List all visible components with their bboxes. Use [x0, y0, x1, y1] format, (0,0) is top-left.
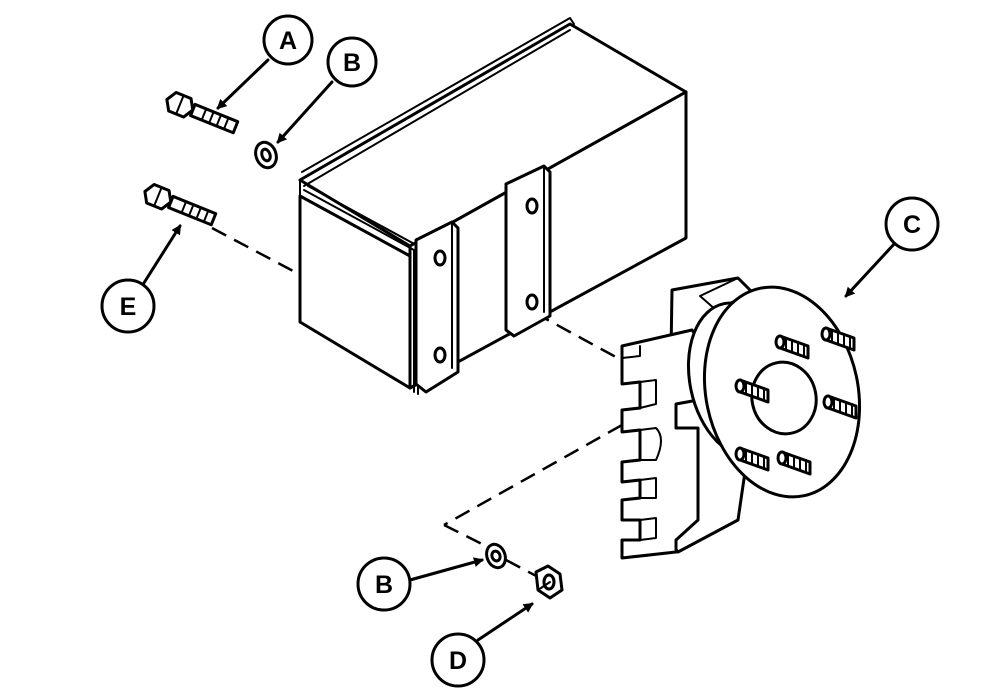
callout-b-top: B	[326, 36, 378, 88]
callout-label-e: E	[120, 293, 137, 321]
washer-b-bottom	[485, 542, 507, 570]
callout-e: E	[100, 278, 156, 334]
callout-label-b-bottom: B	[375, 571, 393, 599]
hub-studs	[734, 326, 858, 476]
washer-b-top	[254, 140, 278, 170]
mounting-bracket-left	[414, 220, 460, 394]
hub-flange	[686, 285, 862, 499]
callout-a: A	[262, 14, 314, 66]
leader-arrows	[140, 58, 898, 642]
callout-label-c: C	[903, 211, 921, 239]
callout-label-a: A	[279, 27, 297, 55]
bolt-a	[165, 90, 240, 135]
callout-c: C	[884, 196, 940, 252]
bolt-e	[143, 182, 218, 227]
callout-label-d: D	[449, 647, 467, 675]
nut-d	[534, 564, 564, 600]
callout-b-bottom: B	[356, 556, 412, 612]
housing-box	[298, 17, 688, 395]
mounting-bracket-right	[504, 164, 552, 338]
callout-d: D	[430, 632, 486, 688]
callout-label-b-top: B	[343, 49, 361, 77]
